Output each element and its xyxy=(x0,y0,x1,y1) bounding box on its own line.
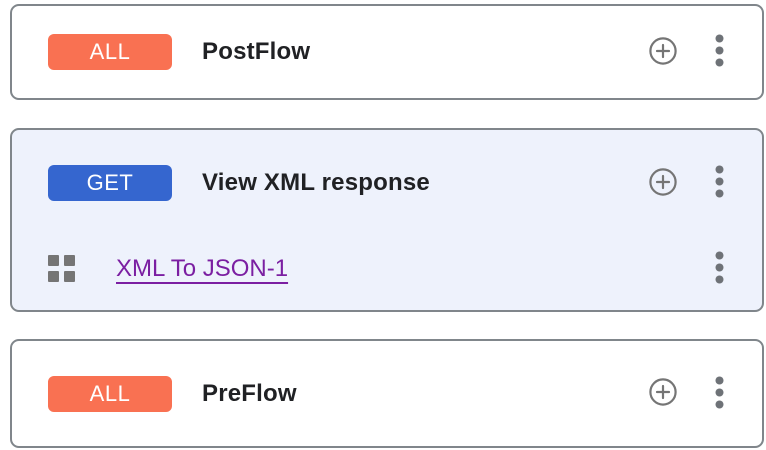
plus-circle-icon xyxy=(648,36,678,69)
flow-header-row: ALL PreFlow xyxy=(12,341,762,446)
policy-step-row: XML To JSON-1 xyxy=(12,236,762,302)
drag-handle-icon[interactable] xyxy=(48,255,76,283)
flow-card-view-xml-response[interactable]: GET View XML response xyxy=(10,128,764,312)
flow-header-row: ALL PostFlow xyxy=(12,6,762,98)
flow-card-preflow[interactable]: ALL PreFlow xyxy=(10,339,764,448)
method-badge: GET xyxy=(48,165,172,201)
flow-menu-button[interactable] xyxy=(714,376,724,412)
add-step-button[interactable] xyxy=(648,36,678,69)
flow-title: View XML response xyxy=(202,169,430,196)
flow-title: PreFlow xyxy=(202,379,297,407)
kebab-menu-icon xyxy=(715,165,724,201)
plus-circle-icon xyxy=(648,167,678,200)
flow-card-postflow[interactable]: ALL PostFlow xyxy=(10,4,764,100)
plus-circle-icon xyxy=(648,377,678,410)
flow-menu-button[interactable] xyxy=(714,165,724,201)
kebab-menu-icon xyxy=(715,34,724,70)
add-step-button[interactable] xyxy=(648,167,678,200)
flow-title: PostFlow xyxy=(202,38,311,65)
method-badge: ALL xyxy=(48,34,172,70)
method-badge: ALL xyxy=(48,375,172,412)
policy-step-link[interactable]: XML To JSON-1 xyxy=(116,255,289,282)
add-step-button[interactable] xyxy=(648,377,678,410)
flow-menu-button[interactable] xyxy=(714,34,724,70)
kebab-menu-icon xyxy=(715,376,724,412)
flow-header-row: GET View XML response xyxy=(12,130,762,236)
kebab-menu-icon xyxy=(715,251,724,287)
step-menu-button[interactable] xyxy=(714,251,724,287)
